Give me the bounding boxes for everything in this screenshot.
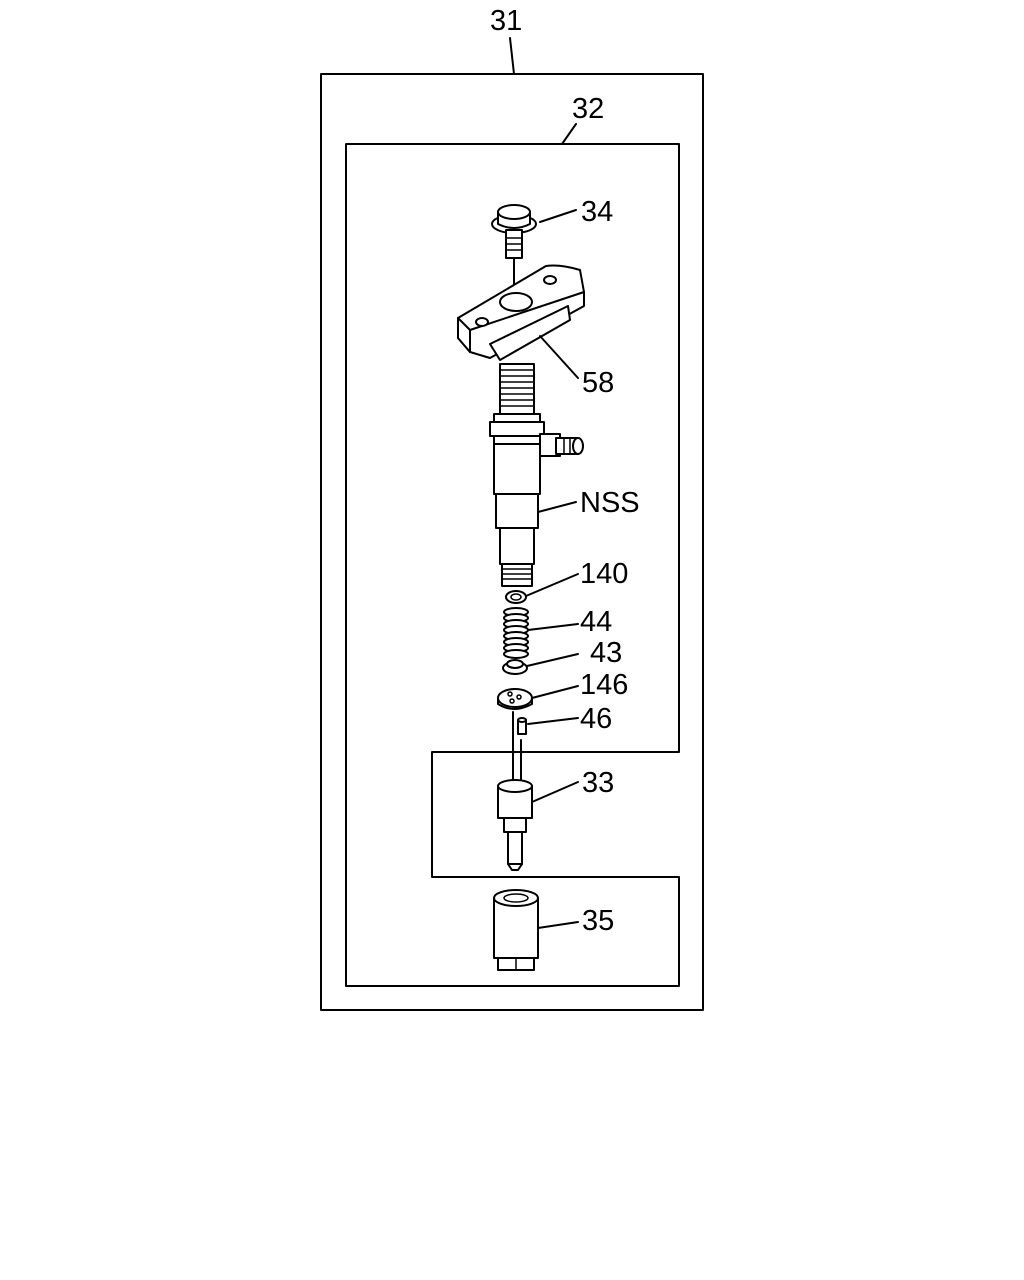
callout-33: 33 [582, 767, 614, 799]
assembly-31-frame [320, 73, 704, 1011]
seat-43 [502, 659, 528, 675]
retaining-nut-35 [493, 889, 539, 971]
kit-32-frame [345, 143, 680, 987]
callout-34: 34 [581, 196, 613, 228]
callout-58: 58 [582, 367, 614, 399]
injector-body-nss [489, 363, 584, 587]
pin-46 [517, 717, 527, 735]
spring-44 [503, 607, 529, 659]
distance-piece-146 [497, 688, 533, 710]
ring-140 [505, 590, 527, 604]
callout-32: 32 [572, 93, 604, 125]
clamp-58 [457, 264, 585, 361]
callout-46: 46 [580, 703, 612, 735]
callout-35: 35 [582, 905, 614, 937]
callout-nss: NSS [580, 487, 640, 519]
bolt-34 [491, 204, 537, 259]
callout-140: 140 [580, 558, 628, 590]
callout-44: 44 [580, 606, 612, 638]
callout-31: 31 [490, 5, 522, 37]
callout-43: 43 [590, 637, 622, 669]
nozzle-33 [497, 711, 533, 871]
callout-146: 146 [580, 669, 628, 701]
